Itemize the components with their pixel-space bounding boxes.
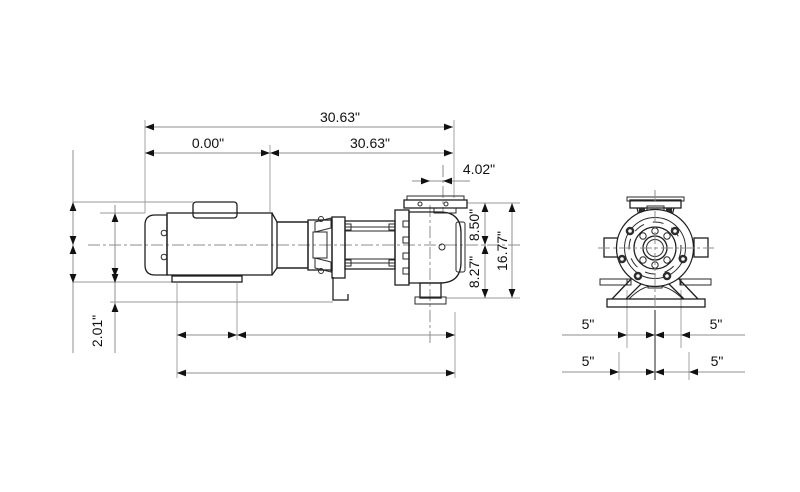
clamp-bolt-bottom (318, 268, 324, 274)
hub-bolt-2 (663, 232, 671, 240)
backplate-bolt-3 (402, 252, 410, 260)
clamp-bottom (314, 257, 332, 273)
motor-bolt-top (160, 229, 168, 237)
side-view (598, 190, 714, 380)
dimension-arrows (69, 123, 698, 377)
mount-legs (611, 276, 699, 300)
dim-foot-height: 2.01" (89, 315, 105, 347)
volute-casing (408, 211, 462, 284)
clamp-bolt-top (318, 216, 324, 222)
hub-bolt-3 (639, 256, 647, 264)
dim-discharge-offset: 4.02" (463, 161, 495, 177)
discharge-flange (403, 199, 468, 209)
flange-bolt-2 (443, 201, 449, 207)
dim-side-row1-left: 5" (582, 316, 595, 332)
dim-side-row2-right: 5" (711, 353, 724, 369)
pump-foot (332, 277, 349, 301)
discharge-neck (433, 207, 457, 214)
motor-foot (171, 275, 243, 283)
casing-plug (438, 243, 446, 251)
foot-tab-left (599, 278, 632, 286)
dim-pump-length: 30.63" (350, 135, 390, 151)
backplate-bolt-1 (402, 220, 410, 228)
neck-bolt-right (666, 208, 672, 214)
dim-overall-length: 30.63" (320, 109, 360, 125)
suction-flange (414, 296, 447, 305)
baseplate (606, 298, 706, 308)
neck-bolt-left (639, 208, 645, 214)
hub-bolt-4 (663, 256, 671, 264)
coupling-window (312, 231, 328, 259)
motor-body (166, 212, 273, 276)
backplate-bolt-2 (402, 236, 410, 244)
pump-front-flange (331, 216, 346, 279)
dim-offset-zero: 0.00" (192, 135, 224, 151)
dimension-labels: 30.63" 0.00" 30.63" 4.02" 8.50" 8.27" 16… (89, 109, 723, 369)
flange-bolts (617, 226, 688, 281)
tie-rods (345, 226, 395, 264)
flange-bolt-1 (417, 201, 423, 207)
dim-side-row1-right: 5" (710, 316, 723, 332)
dim-center-to-top: 8.50" (466, 209, 482, 241)
foot-tab-slots (626, 279, 682, 285)
centerlines (88, 165, 520, 345)
motor-end-cap (144, 214, 168, 276)
rod-nut-2 (344, 259, 352, 267)
main-view (144, 195, 468, 305)
suction-pipe (419, 282, 442, 299)
terminal-box (192, 201, 238, 219)
motor-bolt-bottom (160, 253, 168, 261)
dim-side-row2-left: 5" (582, 353, 595, 369)
casing-side-flange (455, 221, 466, 273)
rod-nut-1 (344, 223, 352, 231)
backplate-bolt-4 (402, 267, 410, 275)
dim-center-to-base: 8.27" (466, 256, 482, 288)
clamp-top (314, 217, 332, 233)
dim-overall-height: 16.77" (494, 231, 510, 271)
extension-lines (73, 120, 690, 380)
foot-tab-right (679, 278, 712, 286)
hub-bolt-1 (639, 232, 647, 240)
